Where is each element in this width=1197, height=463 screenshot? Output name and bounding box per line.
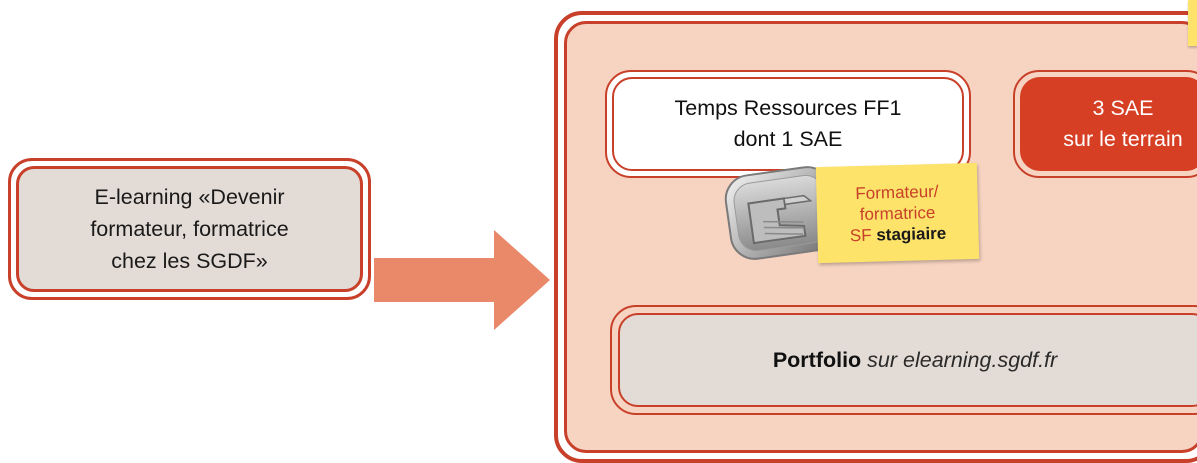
portfolio-label: Portfolio [772, 347, 862, 372]
temps-ressources-inner: Temps Ressources FF1 dont 1 SAE [612, 77, 964, 171]
elearning-text: E-learning «Devenir formateur, formatric… [90, 181, 288, 277]
sae-box: 3 SAE sur le terrain [1013, 70, 1197, 178]
note-line3-bold: stagiaire [876, 223, 947, 245]
portfolio-box: Portfolio sur elearning.sgdf.fr [610, 305, 1197, 415]
sticky-note: Formateur/ formatrice SF stagiaire [815, 162, 980, 264]
sticky-note-partial [1188, 0, 1197, 46]
portfolio-inner: Portfolio sur elearning.sgdf.fr [618, 313, 1197, 407]
elearning-line1: E-learning «Devenir [94, 185, 285, 209]
elearning-line2: formateur, formatrice [90, 217, 289, 241]
portfolio-link-text: sur elearning.sgdf.fr [867, 347, 1058, 372]
sae-line1: 3 SAE [1092, 96, 1154, 120]
arrow-right-icon [374, 230, 550, 330]
temps-ressources-box: Temps Ressources FF1 dont 1 SAE [605, 70, 971, 178]
elearning-line3: chez les SGDF» [111, 249, 268, 273]
note-line1: Formateur/ [855, 181, 939, 203]
temps-line1: Temps Ressources FF1 [674, 96, 902, 120]
portfolio-text: Portfolio sur elearning.sgdf.fr [773, 348, 1057, 373]
elearning-box-inner: E-learning «Devenir formateur, formatric… [16, 166, 363, 292]
elearning-box: E-learning «Devenir formateur, formatric… [8, 158, 371, 300]
temps-line2: dont 1 SAE [733, 127, 843, 151]
note-line3-prefix: SF [849, 225, 877, 245]
note-line2: formatrice [859, 202, 936, 224]
sae-line2: sur le terrain [1063, 127, 1183, 151]
sae-inner: 3 SAE sur le terrain [1020, 77, 1197, 171]
badge-icon [724, 166, 838, 260]
note-line3: SF stagiaire [850, 222, 947, 246]
